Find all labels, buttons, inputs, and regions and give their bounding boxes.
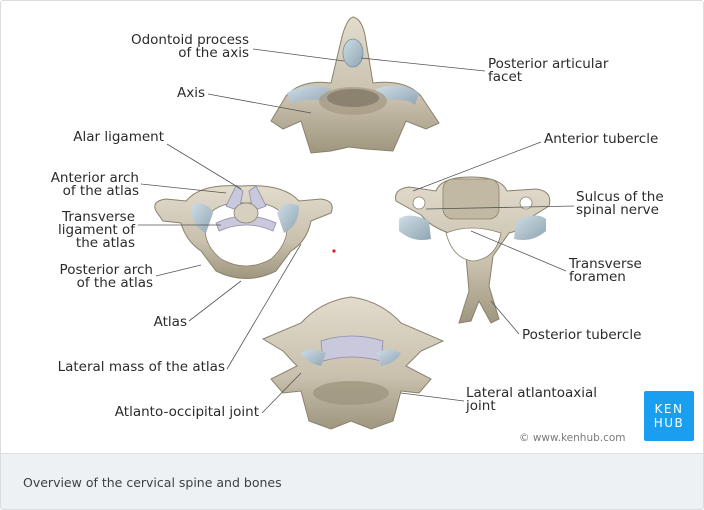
label-line: Atlanto-occipital joint <box>114 404 259 420</box>
label-anterior-arch: Anterior arch of the atlas <box>31 170 139 199</box>
label-line: the atlas <box>75 235 135 251</box>
cervical-spine-drawing <box>138 16 575 430</box>
label-line: joint <box>466 398 496 414</box>
label-line: Anterior arch <box>50 170 139 186</box>
label-line: Posterior arch <box>59 262 153 278</box>
label-sulcus-spinal-nerve: Sulcus of the spinal nerve <box>576 189 664 218</box>
copyright-credit: © www.kenhub.com <box>519 432 626 444</box>
label-line: Transverse <box>569 256 642 272</box>
leader-lines <box>138 48 575 414</box>
label-alar-ligament: Alar ligament <box>51 129 164 145</box>
cervical-vertebra <box>395 176 551 324</box>
label-axis: Axis <box>141 85 205 101</box>
label-atlanto-occipital-joint: Atlanto-occipital joint <box>71 404 259 420</box>
anatomy-illustration: Odontoid process of the axis Axis Alar l… <box>1 1 703 453</box>
label-lateral-mass: Lateral mass of the atlas <box>21 359 225 375</box>
atlantoaxial-complex <box>261 296 445 430</box>
figure-caption: Overview of the cervical spine and bones <box>23 475 282 490</box>
label-line: Posterior articular <box>488 56 609 72</box>
label-posterior-tubercle: Posterior tubercle <box>522 327 642 343</box>
label-transverse-foramen: Transverse foramen <box>569 256 642 285</box>
label-line: foramen <box>569 269 626 285</box>
axis-vertebra <box>270 16 440 154</box>
marker-dot <box>332 249 336 253</box>
label-line: of the atlas <box>76 275 153 291</box>
label-line: Lateral mass of the atlas <box>57 359 225 375</box>
label-line: Transverse <box>62 209 135 225</box>
label-line: Anterior tubercle <box>544 131 659 147</box>
label-transverse-ligament: Transverse ligament of the atlas <box>31 209 135 251</box>
label-line: ligament of <box>58 222 135 238</box>
label-line: Atlas <box>153 314 187 330</box>
label-line: Posterior tubercle <box>522 327 642 343</box>
label-line: of the atlas <box>62 183 139 199</box>
label-line: of the axis <box>178 45 249 61</box>
label-line: Odontoid process <box>130 32 249 48</box>
logo-line-1: KEN <box>654 402 684 416</box>
label-posterior-articular-facet: Posterior articular facet <box>488 56 609 85</box>
label-atlas: Atlas <box>121 314 187 330</box>
label-line: spinal nerve <box>576 202 659 218</box>
atlas-vertebra <box>154 185 333 279</box>
label-anterior-tubercle: Anterior tubercle <box>544 131 659 147</box>
label-line: facet <box>488 69 523 85</box>
label-odontoid-process: Odontoid process of the axis <box>109 32 249 61</box>
label-line: Axis <box>176 85 205 101</box>
logo-line-2: HUB <box>653 416 685 430</box>
kenhub-logo[interactable]: KEN HUB <box>644 391 694 441</box>
label-posterior-arch: Posterior arch of the atlas <box>31 262 153 291</box>
label-line: Lateral atlantoaxial <box>466 385 597 401</box>
label-lateral-atlantoaxial-joint: Lateral atlantoaxial joint <box>466 385 597 414</box>
label-line: Sulcus of the <box>576 189 664 205</box>
label-line: Alar ligament <box>73 129 164 145</box>
caption-bar: Overview of the cervical spine and bones <box>1 453 703 509</box>
